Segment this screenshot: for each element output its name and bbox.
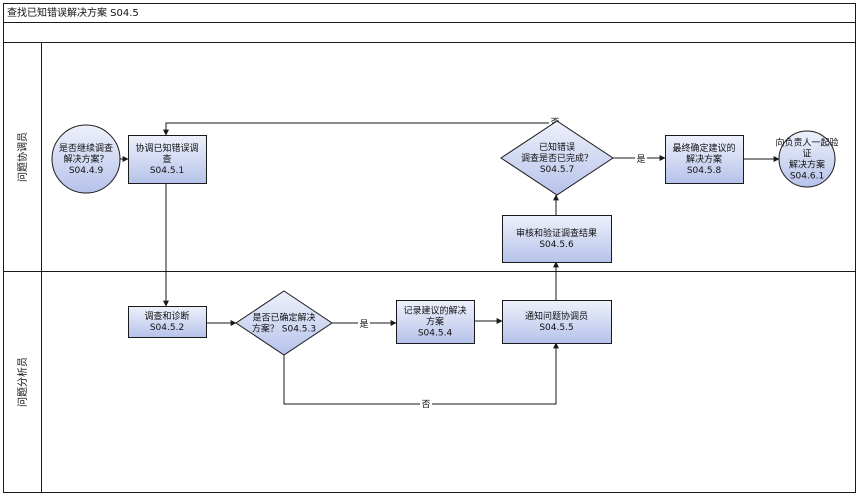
node-n6-line-0: 通知问题协调员: [525, 310, 588, 322]
connector-label-bg: [420, 398, 432, 409]
node-n8-line-2: S04.5.7: [540, 165, 574, 175]
node-n10-line-0: 向负责人一起验: [775, 137, 838, 149]
connector-label-bg: [549, 116, 561, 127]
node-n10-line-1: 证: [802, 149, 811, 160]
connector-circle: [51, 124, 121, 194]
process-box: [128, 135, 207, 184]
node-n9-line-1: 解决方案: [686, 153, 722, 165]
node-n5-line-0: 记录建议的解决: [403, 305, 466, 317]
process-box: [396, 300, 475, 344]
connector-circle: [778, 130, 836, 188]
connector-label-n4-n6: 否: [421, 399, 430, 410]
node-n4-line-0: 是否已确定解决: [252, 312, 315, 324]
node-n1-line-0: 是否继续调查: [59, 142, 113, 154]
node-n9-line-0: 最终确定建议的: [672, 142, 735, 154]
diagram-title: 查找已知错误解决方案 S04.5: [7, 6, 139, 19]
node-n10-line-2: 解决方案: [789, 159, 825, 171]
diagram-frame: [3, 3, 856, 493]
process-box: [128, 306, 207, 338]
node-n5-line-2: S04.5.4: [418, 329, 453, 339]
node-n3-line-1: S04.5.2: [150, 323, 184, 333]
connector-label-n4-n5: 是: [359, 319, 368, 330]
lane-label-analyst: 问题分析员: [16, 357, 29, 407]
node-n2-line-0: 协调已知错误调: [135, 142, 198, 154]
nodes-layer: 是否继续调查解决方案？S04.4.9协调已知错误调查S04.5.1调查和诊断S0…: [51, 120, 839, 356]
node-n2-line-1: 查: [162, 153, 171, 165]
node-n8-line-1: 调查是否已完成？: [521, 152, 593, 164]
node-n2-line-2: S04.5.1: [150, 166, 184, 176]
process-box: [502, 215, 612, 263]
node-n5-line-1: 方案: [426, 316, 444, 328]
node-n9-line-2: S04.5.8: [687, 166, 722, 176]
decision-diamond: [235, 290, 333, 356]
process-box: [665, 135, 744, 184]
process-box: [502, 300, 612, 344]
connector-label-bg: [358, 318, 370, 329]
node-n6-line-1: S04.5.5: [539, 323, 573, 333]
node-n1-line-1: 解决方案？: [63, 153, 108, 165]
node-n1-line-2: S04.4.9: [69, 166, 104, 176]
decision-diamond: [500, 120, 614, 196]
node-n3-line-0: 调查和诊断: [144, 310, 189, 322]
node-n7-line-1: S04.5.6: [539, 240, 574, 250]
connector-label-bg: [635, 153, 647, 164]
connector-label-n8-n9: 是: [636, 154, 645, 165]
lane-label-coordinator: 问题协调员: [16, 132, 29, 182]
node-n10-line-3: S04.6.1: [790, 172, 824, 182]
node-n8-line-0: 已知错误: [539, 141, 575, 153]
node-n4-line-1: 方案？ S04.5.3: [252, 323, 316, 335]
node-n7-line-0: 审核和验证调查结果: [516, 227, 597, 239]
